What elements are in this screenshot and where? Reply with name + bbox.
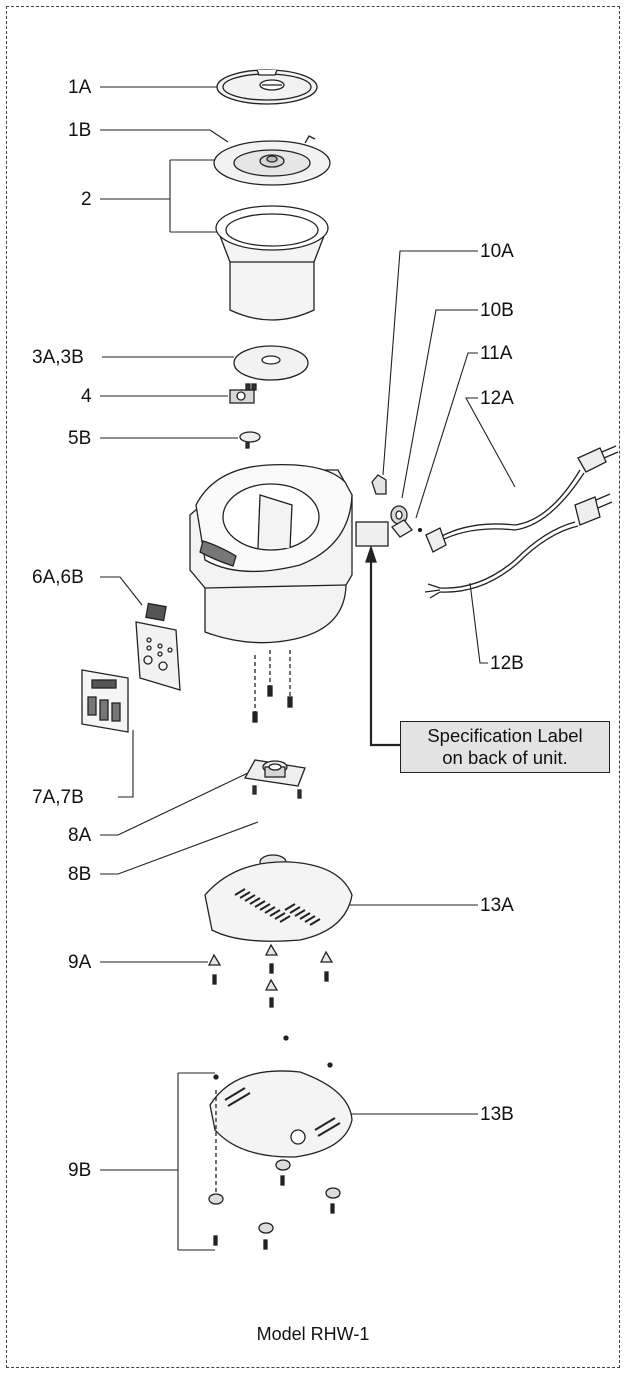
callout-10a: 10A (480, 241, 514, 262)
callout-10b: 10B (480, 300, 514, 321)
callout-6a-6b: 6A,6B (32, 567, 84, 588)
part-13a-bottom-plate (204, 861, 353, 942)
callout-2: 2 (81, 189, 92, 210)
spec-label-arrow (365, 544, 400, 747)
part-4-thermostat (229, 383, 257, 404)
callout-8b: 8B (68, 864, 92, 885)
callout-9a: 9A (68, 952, 92, 973)
callout-13a: 13A (480, 895, 514, 916)
callout-8a: 8A (68, 825, 92, 846)
spec-label-plate (355, 521, 389, 547)
part-10b-grommet (390, 505, 408, 525)
callout-4: 4 (81, 386, 92, 407)
model-caption: Model RHW-1 (256, 1324, 370, 1344)
part-1a-cover (216, 69, 318, 105)
body-screws (254, 650, 291, 715)
spec-label-line-2: on back of unit. (442, 747, 568, 768)
part-7-control-overlay (81, 669, 129, 733)
callout-1b: 1B (68, 120, 92, 141)
callout-9b: 9B (68, 1160, 92, 1181)
part-6-control-board (135, 602, 181, 691)
callout-3a-3b: 3A,3B (32, 347, 84, 368)
part-11a-connector (391, 519, 423, 538)
main-body (189, 463, 353, 644)
part-2-well (215, 205, 329, 321)
part-9b-feet (208, 1090, 341, 1250)
callout-1a: 1A (68, 77, 92, 98)
specification-label-note: Specification Label on back of unit. (400, 721, 610, 773)
callout-5b: 5B (68, 428, 92, 449)
part-3-plate (233, 345, 309, 381)
part-8a-drain (243, 759, 306, 799)
part-12b-cord (424, 493, 613, 599)
callout-12a: 12A (480, 388, 514, 409)
spec-label-line-1: Specification Label (427, 725, 583, 746)
part-10a-knob (371, 474, 387, 495)
part-5b-thermostat (239, 431, 261, 449)
callout-7a-7b: 7A,7B (32, 787, 84, 808)
callout-11a: 11A (480, 343, 513, 364)
part-1b-cover (213, 135, 331, 186)
part-12a-cord (425, 445, 619, 553)
part-13b-bottom-plate (209, 1035, 353, 1158)
callout-12b: 12B (490, 653, 524, 674)
diagram-border (6, 6, 620, 1368)
leader-lines (100, 86, 516, 1251)
part-9a-feet (207, 943, 334, 1008)
callout-13b: 13B (480, 1104, 514, 1125)
